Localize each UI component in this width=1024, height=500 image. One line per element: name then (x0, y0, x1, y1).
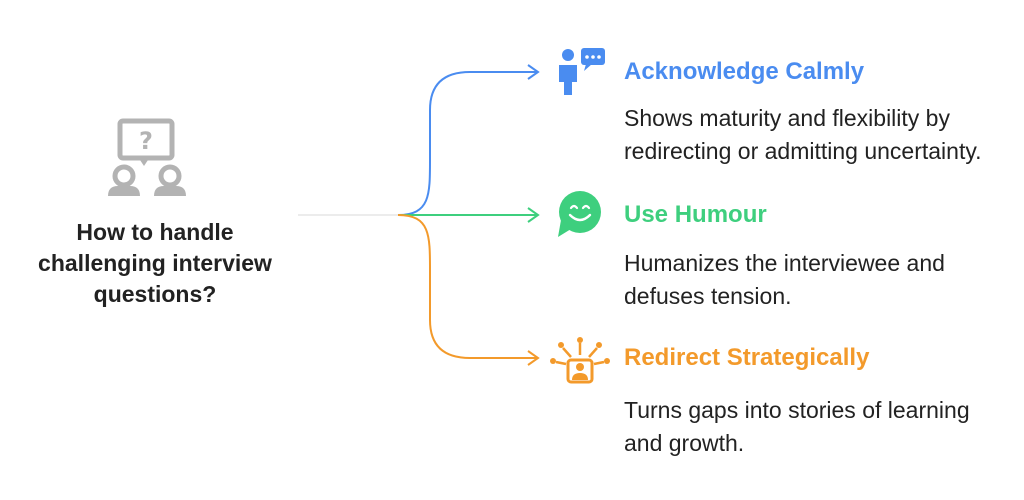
branch-title-redirect: Redirect Strategically (624, 344, 870, 371)
smiling-speech-bubble-icon (558, 191, 601, 237)
person-speech-bubble-icon (559, 48, 605, 95)
person-radiating-ideas-icon (550, 337, 610, 384)
interview-people-question-icon: ? (108, 118, 186, 196)
arrowhead-redirect (527, 350, 540, 366)
branch-title-humour: Use Humour (624, 201, 767, 228)
branch-description-acknowledge: Shows maturity and flexibility by redire… (624, 105, 982, 164)
arrowhead-humour (527, 207, 540, 223)
branch-description-humour: Humanizes the interviewee and defuses te… (624, 250, 945, 309)
question-mark-glyph: ? (139, 127, 153, 155)
arrowhead-acknowledge (527, 64, 540, 80)
central-question: How to handle challenging interview ques… (38, 219, 272, 307)
connector-redirect (397, 214, 538, 359)
branch-title-acknowledge: Acknowledge Calmly (624, 58, 865, 85)
branch-description-redirect: Turns gaps into stories of learning and … (624, 397, 970, 456)
connector-acknowledge (397, 71, 538, 216)
